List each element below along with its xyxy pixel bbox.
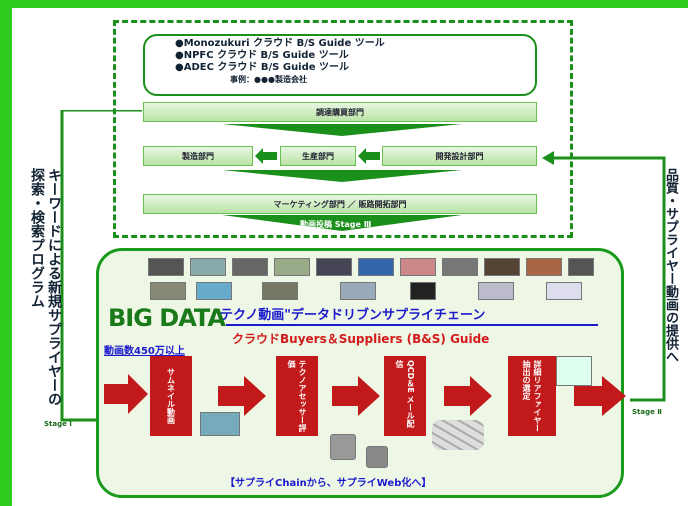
mail-stack-icon — [432, 420, 484, 450]
thumbnail — [546, 282, 582, 300]
stage3-label: 動画投稿 Stage Ⅲ — [300, 220, 372, 229]
step-arrow-4 — [574, 376, 626, 416]
tools-panel: ●Monozukuri クラウド B/S Guide ツール ●NPFC クラウ… — [143, 34, 537, 96]
thumbnail — [442, 258, 478, 276]
video-count: 動画数450万以上 — [104, 346, 185, 357]
thumbnail — [410, 282, 436, 300]
down-arrow-3 — [222, 215, 462, 231]
step-arrow-0 — [104, 374, 148, 414]
thumbnail — [316, 258, 352, 276]
thumbnail — [568, 258, 594, 276]
thumbnail — [400, 258, 436, 276]
right-connector — [542, 151, 666, 402]
step-techno-assessor: テクノアセッサー評価 — [276, 356, 318, 436]
down-arrow-2 — [222, 170, 462, 182]
dept-development: 開発設計部門 — [382, 146, 537, 166]
down-arrow-1 — [222, 124, 462, 136]
stage1-label: Stage Ⅰ — [44, 420, 72, 428]
step-arrow-1 — [218, 376, 266, 416]
step-supplier-selection: 詳細リアファイヤー抽出の選定 — [508, 356, 556, 436]
thumbnail — [262, 282, 298, 300]
example-company: 事例：●●●製造会社 — [230, 75, 307, 84]
thumbnail — [196, 282, 232, 300]
thumbnail — [556, 356, 592, 386]
tool-monozukuri: ●Monozukuri クラウド B/S Guide ツール — [175, 38, 385, 49]
left-arrow-2 — [358, 148, 380, 164]
bigdata-subtitle: テクノ動画"データドリブンサプライチェーン — [220, 308, 486, 323]
dept-production: 生産部門 — [280, 146, 356, 166]
thumbnail — [274, 258, 310, 276]
person-photo — [366, 446, 388, 468]
step-arrow-2 — [332, 376, 380, 416]
tool-adec: ●ADEC クラウド B/S Guide ツール — [175, 62, 350, 73]
thumbnail — [358, 258, 394, 276]
thumbnail — [526, 258, 562, 276]
dept-marketing: マーケティング部門 ／ 販路開拓部門 — [143, 194, 537, 214]
thumbnail — [478, 282, 514, 300]
step-arrow-3 — [444, 376, 492, 416]
bigdata-title: BIG DATA — [108, 304, 226, 332]
tool-npfc: ●NPFC クラウド B/S Guide ツール — [175, 50, 349, 61]
step-qcde-mail: QCD＆E メール配信 — [384, 356, 426, 436]
step-thumbnail: サムネイル動画 — [150, 356, 192, 436]
left-vertical-label: キーワードによる新規サプライヤーの探索・検索プログラム — [29, 168, 62, 406]
thumbnail — [190, 258, 226, 276]
dept-manufacturing: 製造部門 — [143, 146, 253, 166]
person-photo — [330, 434, 356, 460]
bottom-caption: 【サプライChainから、サプライWeb化へ】 — [225, 478, 432, 489]
stage2-label: Stage Ⅱ — [632, 408, 662, 416]
subtitle-underline — [226, 324, 598, 326]
dept-procurement: 調達購買部門 — [143, 102, 537, 122]
thumbnail — [484, 258, 520, 276]
thumbnail — [232, 258, 268, 276]
right-vertical-label: 品質・サプライヤー動画の提供へ — [663, 168, 678, 363]
thumbnail — [148, 258, 184, 276]
thumbnail — [150, 282, 186, 300]
thumbnail — [340, 282, 376, 300]
left-arrow-1 — [255, 148, 277, 164]
cloud-guide-label: クラウドBuyers＆Suppliers (B&S) Guide — [232, 332, 490, 346]
thumbnail — [200, 412, 240, 436]
cloud-tools-box — [113, 20, 573, 238]
